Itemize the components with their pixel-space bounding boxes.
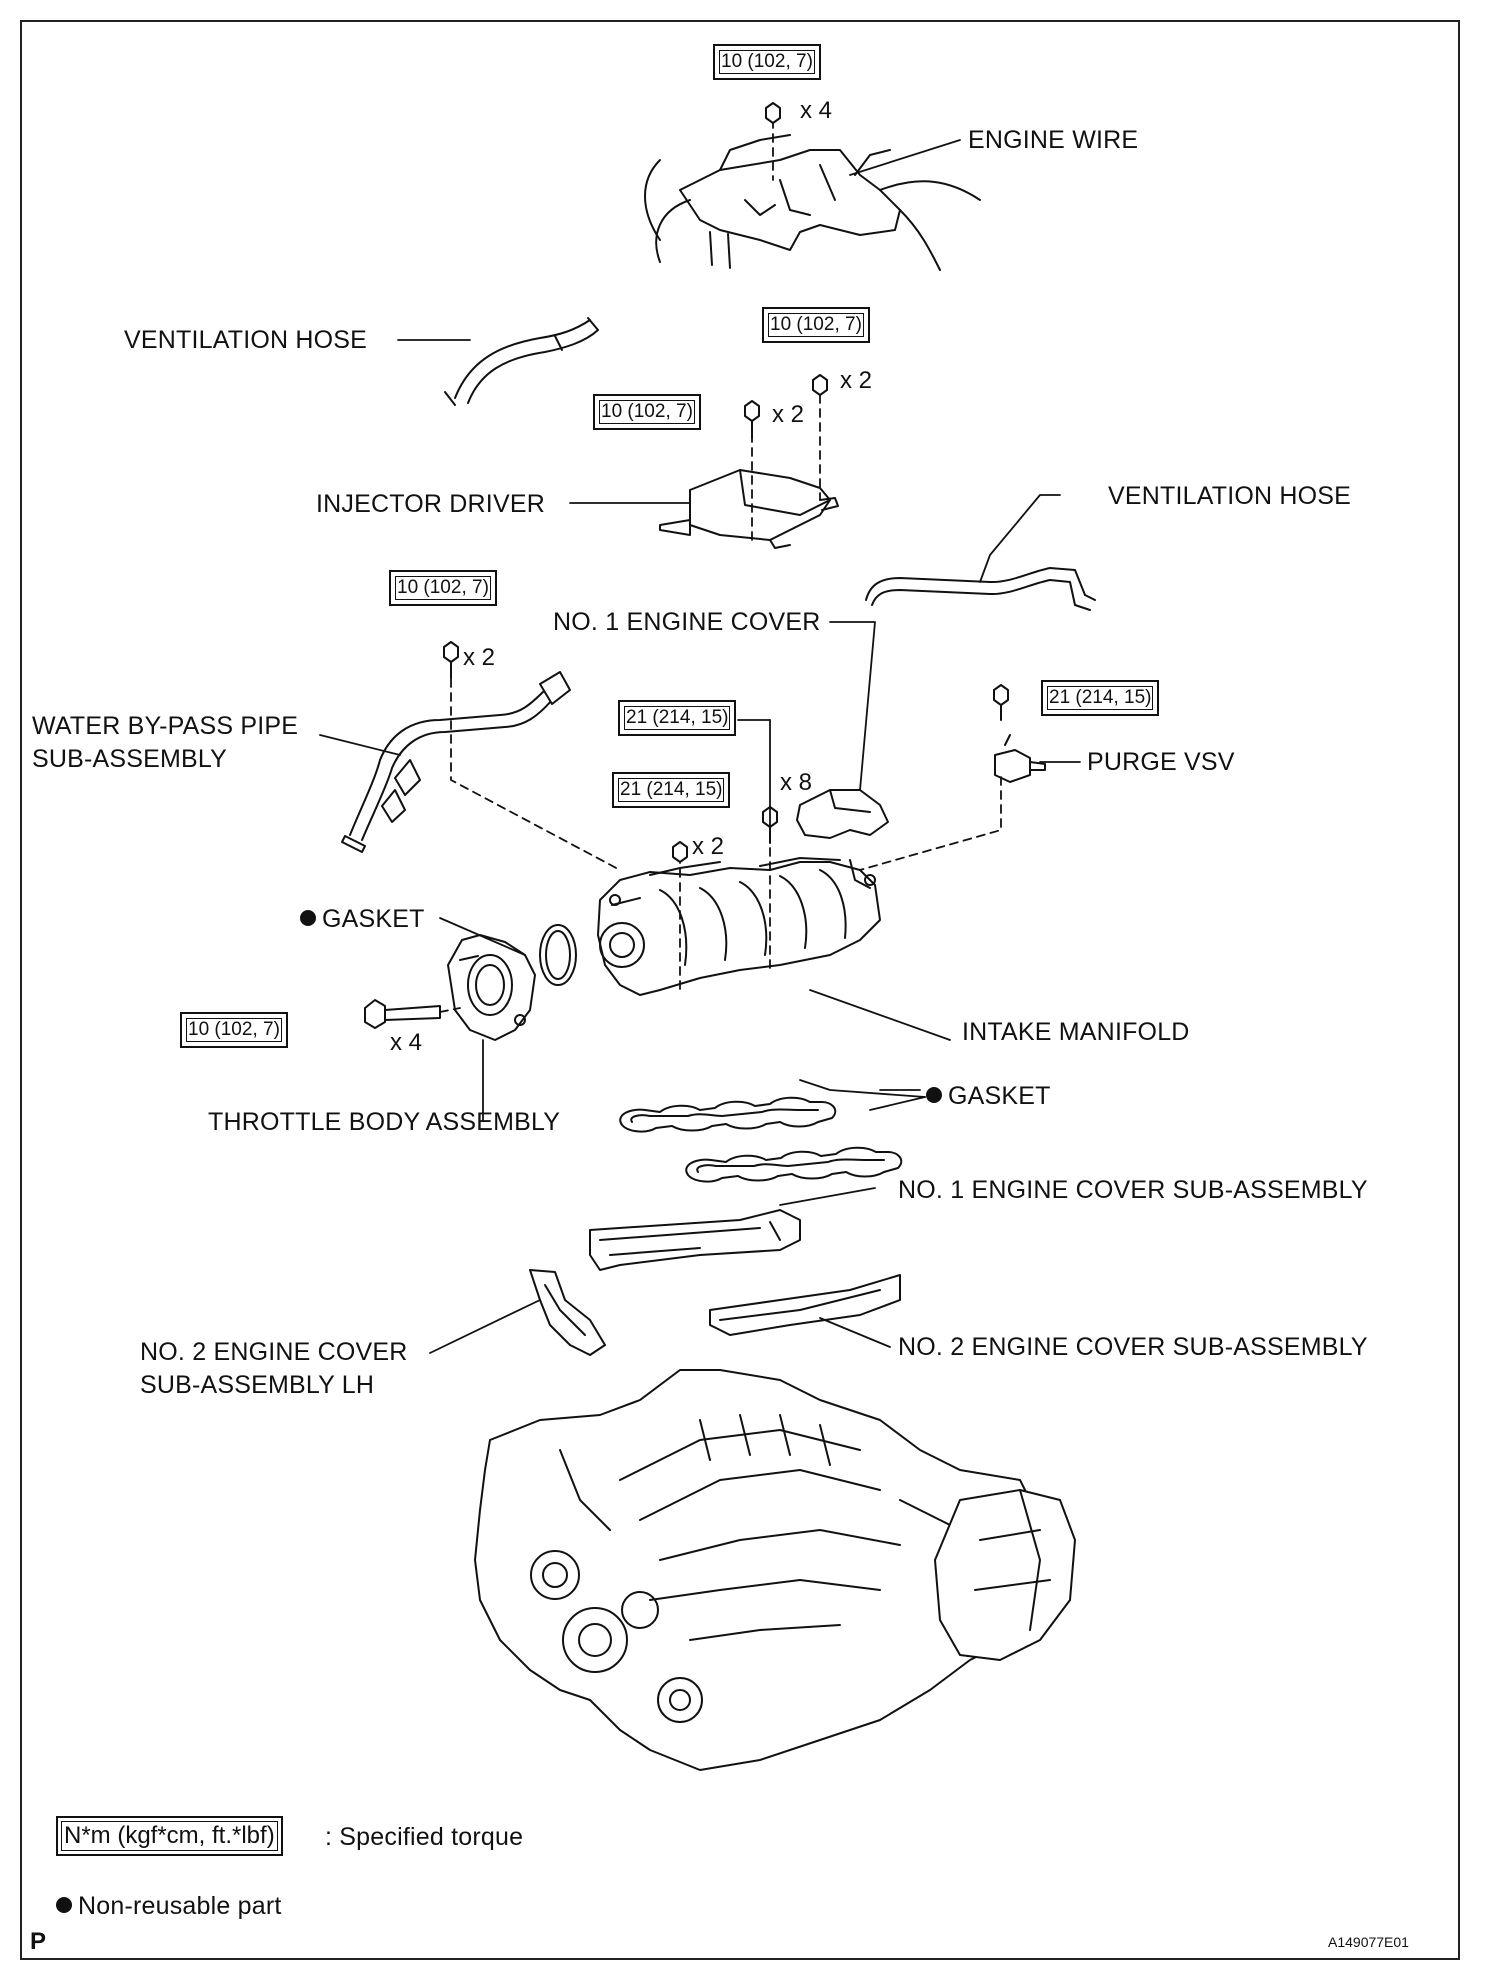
label-throttle-body: THROTTLE BODY ASSEMBLY	[208, 1108, 561, 1136]
label-no2-engine-cover-sub: NO. 2 ENGINE COVER SUB-ASSEMBLY	[898, 1333, 1368, 1361]
qty-cover-bolts: x 8	[780, 769, 813, 796]
throttle-bolt-part	[364, 999, 441, 1029]
no1-engine-cover-sub-assembly-part	[589, 1209, 801, 1271]
ventilation-hose-upper-part	[444, 317, 599, 406]
legend-torque-box: N*m (kgf*cm, ft.*lbf)	[56, 1816, 283, 1856]
footer-mark: P	[30, 1928, 47, 1955]
qty-injector-left: x 2	[772, 401, 805, 428]
engine-wire-part	[644, 134, 981, 271]
label-water-bypass-pipe-line2: SUB-ASSEMBLY	[32, 745, 228, 773]
label-engine-wire: ENGINE WIRE	[968, 126, 1139, 154]
label-no1-engine-cover: NO. 1 ENGINE COVER	[553, 608, 821, 636]
figure-id: A149077E01	[1328, 1934, 1409, 1950]
torque-spec-injector-left: 10 (102, 7)	[593, 394, 701, 430]
label-gasket-throttle: GASKET	[300, 905, 425, 933]
label-ventilation-hose-upper: VENTILATION HOSE	[124, 326, 368, 354]
label-gasket-manifold: GASKET	[926, 1082, 1051, 1110]
torque-spec-throttle: 10 (102, 7)	[180, 1012, 288, 1048]
qty-throttle: x 4	[390, 1029, 423, 1056]
no2-engine-cover-lh-part	[529, 1269, 606, 1356]
engine-assembly-part	[474, 1369, 1076, 1771]
legend-torque-desc: : Specified torque	[325, 1823, 524, 1851]
diagram-frame	[20, 20, 1460, 1960]
qty-injector-right: x 2	[840, 367, 873, 394]
intake-manifold-part	[597, 857, 881, 996]
torque-spec-engine-wire: 10 (102, 7)	[713, 44, 821, 80]
no1-engine-cover-plate-part	[796, 789, 889, 839]
qty-engine-wire: x 4	[800, 97, 833, 124]
label-intake-manifold: INTAKE MANIFOLD	[962, 1018, 1190, 1046]
qty-water-bypass: x 2	[463, 644, 496, 671]
purge-vsv-part	[994, 734, 1046, 783]
nonreusable-dot-icon	[926, 1087, 942, 1104]
torque-spec-water-bypass: 10 (102, 7)	[389, 570, 497, 606]
label-purge-vsv: PURGE VSV	[1087, 748, 1235, 776]
label-no2-engine-cover-lh-line1: NO. 2 ENGINE COVER	[140, 1338, 408, 1366]
torque-spec-manifold-nuts: 21 (214, 15)	[612, 772, 731, 808]
water-bypass-pipe-part	[341, 671, 571, 853]
label-water-bypass-pipe-line1: WATER BY-PASS PIPE	[32, 712, 299, 740]
torque-spec-purge-vsv: 21 (214, 15)	[1041, 680, 1160, 716]
leader-lines	[319, 139, 1081, 1354]
legend-nonreusable: Non-reusable part	[56, 1892, 282, 1920]
throttle-gasket-part	[539, 924, 577, 986]
torque-spec-cover-bolts: 21 (214, 15)	[618, 700, 737, 736]
nonreusable-dot-icon	[300, 910, 316, 927]
intake-manifold-gaskets-part	[619, 1096, 903, 1183]
ventilation-hose-right-part	[865, 567, 1096, 611]
label-ventilation-hose-right: VENTILATION HOSE	[1108, 482, 1352, 510]
label-no2-engine-cover-lh-line2: SUB-ASSEMBLY LH	[140, 1371, 375, 1399]
throttle-body-part	[447, 934, 536, 1041]
torque-spec-injector-right: 10 (102, 7)	[762, 307, 870, 343]
assembly-guide-lines	[439, 119, 1002, 1013]
label-no1-engine-cover-sub: NO. 1 ENGINE COVER SUB-ASSEMBLY	[898, 1176, 1368, 1204]
qty-manifold-nuts: x 2	[692, 833, 725, 860]
no2-engine-cover-sub-assembly-part	[709, 1274, 901, 1336]
injector-driver-part	[659, 469, 839, 549]
label-injector-driver: INJECTOR DRIVER	[316, 490, 545, 518]
nonreusable-dot-icon	[56, 1897, 72, 1914]
